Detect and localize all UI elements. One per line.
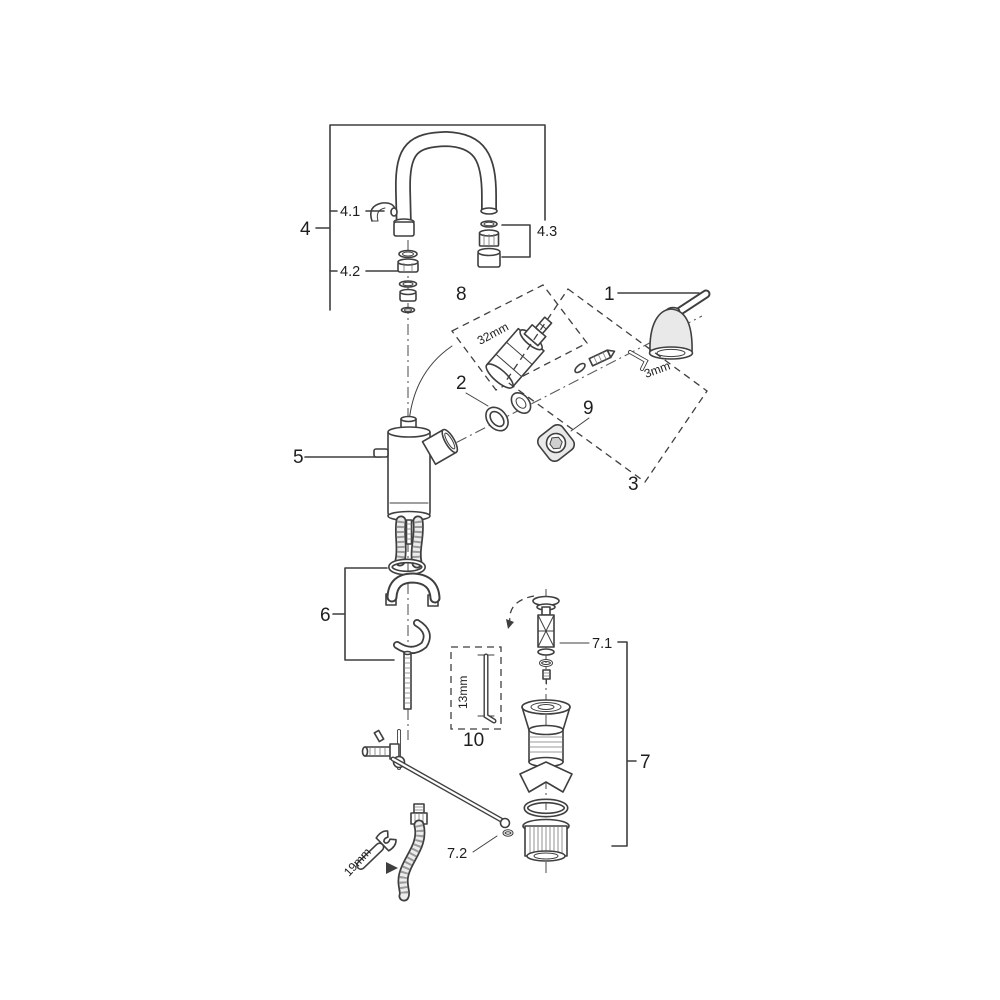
part-5-label: 5 bbox=[293, 447, 304, 468]
part-6-label: 6 bbox=[320, 605, 331, 626]
part-5-group: 5 bbox=[293, 415, 459, 576]
spout-outlet-illustration bbox=[369, 202, 398, 222]
socket-tool-illustration bbox=[477, 653, 497, 724]
cartridge-illustration bbox=[485, 316, 553, 389]
aerator-illustration bbox=[477, 220, 501, 268]
part-7-group: 7 7.1 bbox=[361, 595, 651, 862]
supply-hoses-illustration bbox=[394, 515, 424, 569]
drain-funnel-illustration bbox=[521, 699, 571, 768]
drain-oring-illustration bbox=[523, 798, 569, 818]
part-1-label: 1 bbox=[604, 284, 615, 305]
popup-rod-illustration bbox=[361, 729, 514, 837]
horseshoe-washer-illustration bbox=[393, 619, 431, 654]
part-10-label: 10 bbox=[463, 730, 484, 751]
part-3-group: 3 bbox=[505, 288, 708, 495]
bottom-hose-illustration bbox=[397, 803, 428, 902]
drain-clamp-illustration bbox=[519, 761, 573, 793]
mounting-tool-size-text: 13mm bbox=[456, 676, 470, 709]
spout-illustration bbox=[393, 130, 498, 237]
rotation-arrow-head bbox=[506, 619, 514, 629]
part-9-group: 9 bbox=[536, 398, 594, 463]
wrench-pointer-arrow bbox=[386, 862, 398, 874]
threaded-stud-illustration bbox=[403, 650, 412, 710]
washer-illustration bbox=[510, 391, 532, 415]
part-10-group: 10 13mm bbox=[450, 646, 502, 751]
handle-washer-illustration bbox=[574, 362, 586, 374]
part-8-group: 8 32mm bbox=[451, 284, 588, 391]
part-7-label: 7 bbox=[640, 752, 651, 773]
part-4-2-group: 4.2 bbox=[329, 249, 419, 314]
wrench-illustration bbox=[356, 830, 397, 871]
part-4-1-group: 4.1 bbox=[329, 202, 398, 222]
part-4-3-group: 4.3 bbox=[477, 220, 557, 268]
handle-screw-illustration bbox=[588, 349, 616, 367]
faucet-body-illustration bbox=[373, 415, 459, 522]
part-7-2-group: 7.2 bbox=[361, 729, 514, 862]
cap-nut-illustration bbox=[536, 423, 576, 463]
drain-locknut-illustration bbox=[522, 818, 570, 862]
part-4-1-label: 4.1 bbox=[340, 204, 360, 220]
part-4-2-label: 4.2 bbox=[340, 264, 360, 280]
handle-illustration bbox=[648, 289, 711, 360]
part-2-group: 2 bbox=[456, 373, 532, 432]
allen-key-3mm-illustration bbox=[628, 350, 649, 371]
wrench-19mm-group: 19mm bbox=[341, 830, 398, 879]
part-7-1-group: 7.1 bbox=[506, 595, 612, 685]
mounting-bridge-illustration bbox=[385, 572, 441, 607]
part-7-2-label: 7.2 bbox=[447, 846, 467, 862]
spout-seal-stack-illustration bbox=[397, 249, 419, 314]
popup-plug-illustration bbox=[532, 595, 560, 685]
part-1-group: 1 3mm bbox=[574, 284, 711, 381]
part-7-1-label: 7.1 bbox=[592, 636, 612, 652]
rotation-arrow-curve bbox=[509, 595, 535, 624]
part-2-label: 2 bbox=[456, 373, 467, 394]
part-4-group: 4 4.1 4.2 bbox=[300, 124, 557, 314]
part-4-label: 4 bbox=[300, 219, 311, 240]
part-6-group: 6 bbox=[320, 567, 441, 710]
part-8-label: 8 bbox=[456, 284, 467, 305]
cartridge-insertion-curve bbox=[408, 345, 453, 423]
part-4-3-label: 4.3 bbox=[537, 224, 557, 240]
part-3-label: 3 bbox=[628, 474, 639, 495]
part-9-label: 9 bbox=[583, 398, 594, 419]
seal-ring-illustration bbox=[485, 406, 509, 432]
